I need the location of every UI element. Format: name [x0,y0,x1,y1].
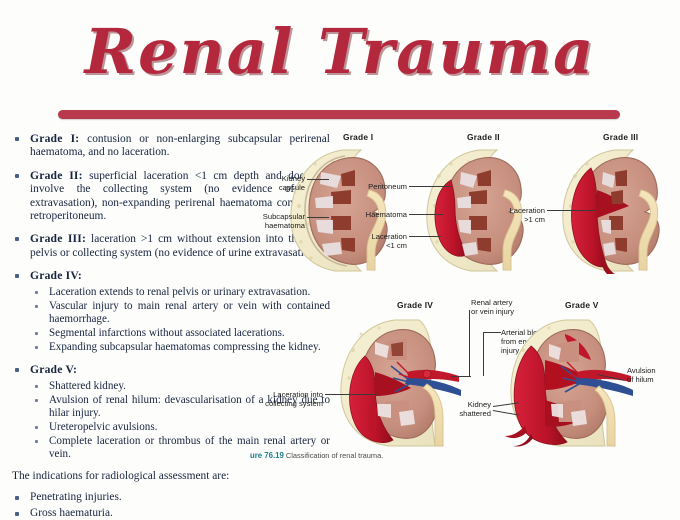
list-item: Penetrating injuries. [8,491,330,504]
annotation-shattered-line2: shattered [459,409,491,418]
annotation-shattered-line1: Kidney [468,400,491,409]
leader-line-subcapsular [307,217,329,218]
annotation-peritoneum: Peritoneum [345,182,407,191]
annotation-laceration-gt-line1: Laceration [510,206,545,215]
annotation-kidney-shattered: Kidney shattered [437,400,491,418]
annotation-laceration-lt-line1: Laceration [372,232,407,241]
grade-2-label: Grade II: [30,169,83,182]
annotation-renal-artery-line2: or vein injury [471,307,514,316]
figure-caption-number: ure 76.19 [250,451,284,460]
annotation-subcapsular-line2: haematoma [265,221,305,230]
leader-line-kidney-capsule [307,179,329,180]
leader-line-renal-artery-v [469,310,470,376]
annotation-laceration-cs-line1: Laceration into [273,390,323,399]
annotation-kidney-capsule: Kidney capsule [253,174,305,192]
leader-line-laceration-cs [325,394,377,395]
annotation-subcapsular-haematoma: Subcapsular haematoma [243,212,305,230]
annotation-subcapsular-line1: Subcapsular [263,212,305,221]
annotation-laceration-cs-line2: collecting system [265,399,323,408]
annotation-laceration-gt-line2: >1 cm [524,215,545,224]
grade-3-label: Grade III: [30,232,86,245]
annotation-renal-artery-vein-injury: Renal artery or vein injury [471,298,514,316]
figure-heading-grade-3: Grade III [603,132,638,142]
leader-line-haematoma [409,214,443,215]
annotation-kidney-capsule-line1: Kidney [282,174,305,183]
kidney-diagram-grade-4 [331,316,481,448]
figure-caption: ure 76.19 Classification of renal trauma… [250,451,383,460]
infographic-page: Renal Trauma Grade I: contusion or non-e… [0,0,680,496]
leader-line-renal-artery-h [451,376,471,377]
annotation-avulsion-line1: Avulsion [627,366,656,375]
annotation-avulsion-line2: of hilum [627,375,654,384]
renal-trauma-figure: Grade I Grade II Grade III [245,128,680,476]
annotation-laceration-collecting-system: Laceration into collecting system [247,390,323,408]
figure-heading-grade-2: Grade II [467,132,500,142]
title-underline-bar [58,110,620,119]
figure-heading-grade-4: Grade IV [397,300,433,310]
leader-line-laceration-lt [409,236,441,237]
grade-1-label: Grade I: [30,132,79,145]
grade-5-label: Grade V: [30,363,77,376]
annotation-haematoma: Haematoma [341,210,407,219]
annotation-renal-artery-line1: Renal artery [471,298,512,307]
figure-heading-grade-5: Grade V [565,300,599,310]
leader-line-clot-h [483,332,501,333]
annotation-laceration-lt-1cm: Laceration <1 cm [345,232,407,250]
annotation-laceration-lt-line2: <1 cm [386,241,407,250]
leader-line-laceration-gt [547,210,595,211]
grade-4-label: Grade IV: [30,269,82,282]
figure-caption-text: Classification of renal trauma. [286,451,383,460]
annotation-avulsion-of-hilum: Avulsion of hilum [627,366,656,384]
leader-line-peritoneum [409,186,451,187]
indications-list: Penetrating injuries. Gross haematuria. [8,491,330,520]
annotation-laceration-gt-1cm: Laceration >1 cm [477,206,545,224]
list-item: Gross haematuria. [8,507,330,520]
annotation-kidney-capsule-line2: capsule [279,183,305,192]
figure-heading-grade-1: Grade I [343,132,373,142]
title-area: Renal Trauma [0,4,680,104]
page-title: Renal Trauma [60,6,620,98]
leader-line-clot-v [483,332,484,376]
